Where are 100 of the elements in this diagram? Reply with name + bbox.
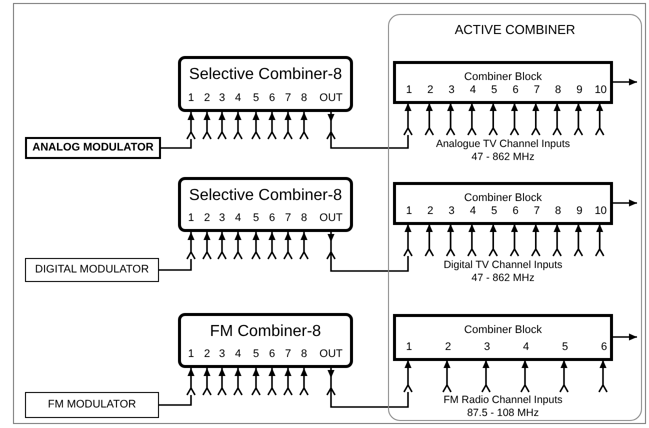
port-number: 2	[427, 206, 434, 217]
port-number: 8	[300, 213, 308, 224]
signal-arrow	[326, 102, 413, 149]
panel-title: ACTIVE COMBINER	[454, 23, 576, 36]
signal-arrow	[531, 223, 541, 257]
signal-arrow	[202, 111, 212, 140]
port-number: 7	[534, 206, 540, 217]
port-number: OUT	[319, 349, 343, 360]
port-number: 6	[512, 85, 519, 96]
port-number: 3	[218, 213, 226, 224]
signal-arrow	[442, 359, 452, 393]
signal-arrow	[326, 359, 413, 408]
port-number: 4	[234, 349, 242, 360]
signal-arrow	[233, 367, 243, 396]
signal-arrow	[612, 334, 637, 340]
signal-arrow	[267, 367, 277, 396]
port-number: 6	[600, 342, 608, 353]
combiner-title: Selective Combiner-8	[189, 67, 342, 83]
port-number: 1	[406, 206, 412, 217]
port-number: 8	[555, 85, 562, 96]
combiner-title: FM Combiner-8	[210, 324, 322, 340]
signal-arrow	[531, 102, 541, 136]
combiner-block	[393, 182, 613, 225]
port-number: 1	[188, 349, 194, 360]
port-number: 1	[188, 213, 194, 224]
port-number: 7	[284, 93, 292, 104]
port-number: OUT	[319, 93, 343, 104]
signal-arrow	[552, 223, 562, 257]
modulator-label: ANALOG MODULATOR	[31, 142, 155, 154]
signal-arrow	[217, 111, 227, 140]
signal-arrow	[424, 102, 434, 136]
port-number: OUT	[319, 213, 343, 224]
signal-arrow	[267, 231, 277, 260]
port-number: 8	[300, 349, 308, 360]
port-number: 6	[268, 213, 276, 224]
signal-arrow	[424, 223, 434, 257]
port-number: 4	[234, 93, 242, 104]
signal-arrow	[267, 111, 277, 140]
port-number: 5	[252, 213, 260, 224]
port-number: 7	[284, 349, 292, 360]
modulator-label: FM MODULATOR	[46, 400, 138, 410]
signal-arrow	[202, 231, 212, 260]
signal-arrow	[467, 223, 477, 257]
port-number: 4	[470, 85, 476, 96]
port-number: 8	[555, 206, 562, 217]
port-number: 1	[406, 342, 412, 353]
channel-caption: Analogue TV Channel Inputs 47 - 862 MHz	[434, 138, 572, 164]
port-number: 5	[562, 342, 568, 353]
signal-arrow	[488, 102, 498, 136]
combiner-block	[393, 314, 613, 361]
port-number: 1	[406, 85, 412, 96]
port-number: 10	[594, 85, 607, 96]
block-title: Combiner Block	[464, 325, 542, 336]
signal-arrow	[488, 223, 498, 257]
port-number: 5	[252, 93, 260, 104]
port-number: 7	[284, 213, 292, 224]
port-number: 3	[484, 342, 490, 353]
port-number: 3	[218, 93, 226, 104]
port-number: 5	[491, 206, 498, 217]
signal-arrow	[510, 223, 520, 257]
signal-arrow	[233, 231, 243, 260]
port-number: 9	[576, 85, 582, 96]
port-number: 5	[491, 85, 498, 96]
port-number: 1	[188, 93, 194, 104]
signal-arrow	[158, 231, 196, 271]
port-number: 2	[204, 213, 210, 224]
signal-arrow	[481, 359, 491, 393]
signal-arrow	[574, 102, 584, 136]
signal-arrow	[612, 78, 637, 86]
combiner-box	[178, 56, 353, 112]
signal-arrow	[251, 367, 261, 396]
block-title: Combiner Block	[464, 193, 542, 204]
channel-caption: Digital TV Channel Inputs 47 - 862 MHz	[442, 259, 564, 285]
signal-arrow	[233, 111, 243, 140]
port-number: 2	[204, 349, 210, 360]
signal-arrow	[299, 231, 309, 260]
signal-arrow	[202, 367, 212, 396]
combiner-box	[178, 313, 353, 368]
signal-arrow	[598, 359, 608, 393]
signal-arrow	[251, 231, 261, 260]
signal-arrow	[552, 102, 562, 136]
channel-caption: FM Radio Channel Inputs 87.5 - 108 MHz	[442, 394, 564, 420]
block-title: Combiner Block	[464, 72, 542, 83]
port-number: 6	[512, 206, 519, 217]
port-number: 6	[268, 349, 276, 360]
port-number: 4	[470, 206, 476, 217]
port-number: 2	[204, 93, 210, 104]
signal-arrow	[283, 367, 293, 396]
port-number: 2	[444, 342, 452, 353]
signal-arrow	[299, 111, 309, 140]
signal-arrow	[594, 102, 604, 136]
signal-arrow	[594, 223, 604, 257]
signal-arrow	[158, 367, 196, 406]
modulator-box	[25, 392, 159, 418]
signal-arrow	[217, 231, 227, 260]
signal-arrow	[217, 367, 227, 396]
signal-arrow	[446, 223, 456, 257]
combiner-block	[393, 61, 613, 104]
signal-arrow	[446, 102, 456, 136]
signal-arrow	[510, 102, 520, 136]
